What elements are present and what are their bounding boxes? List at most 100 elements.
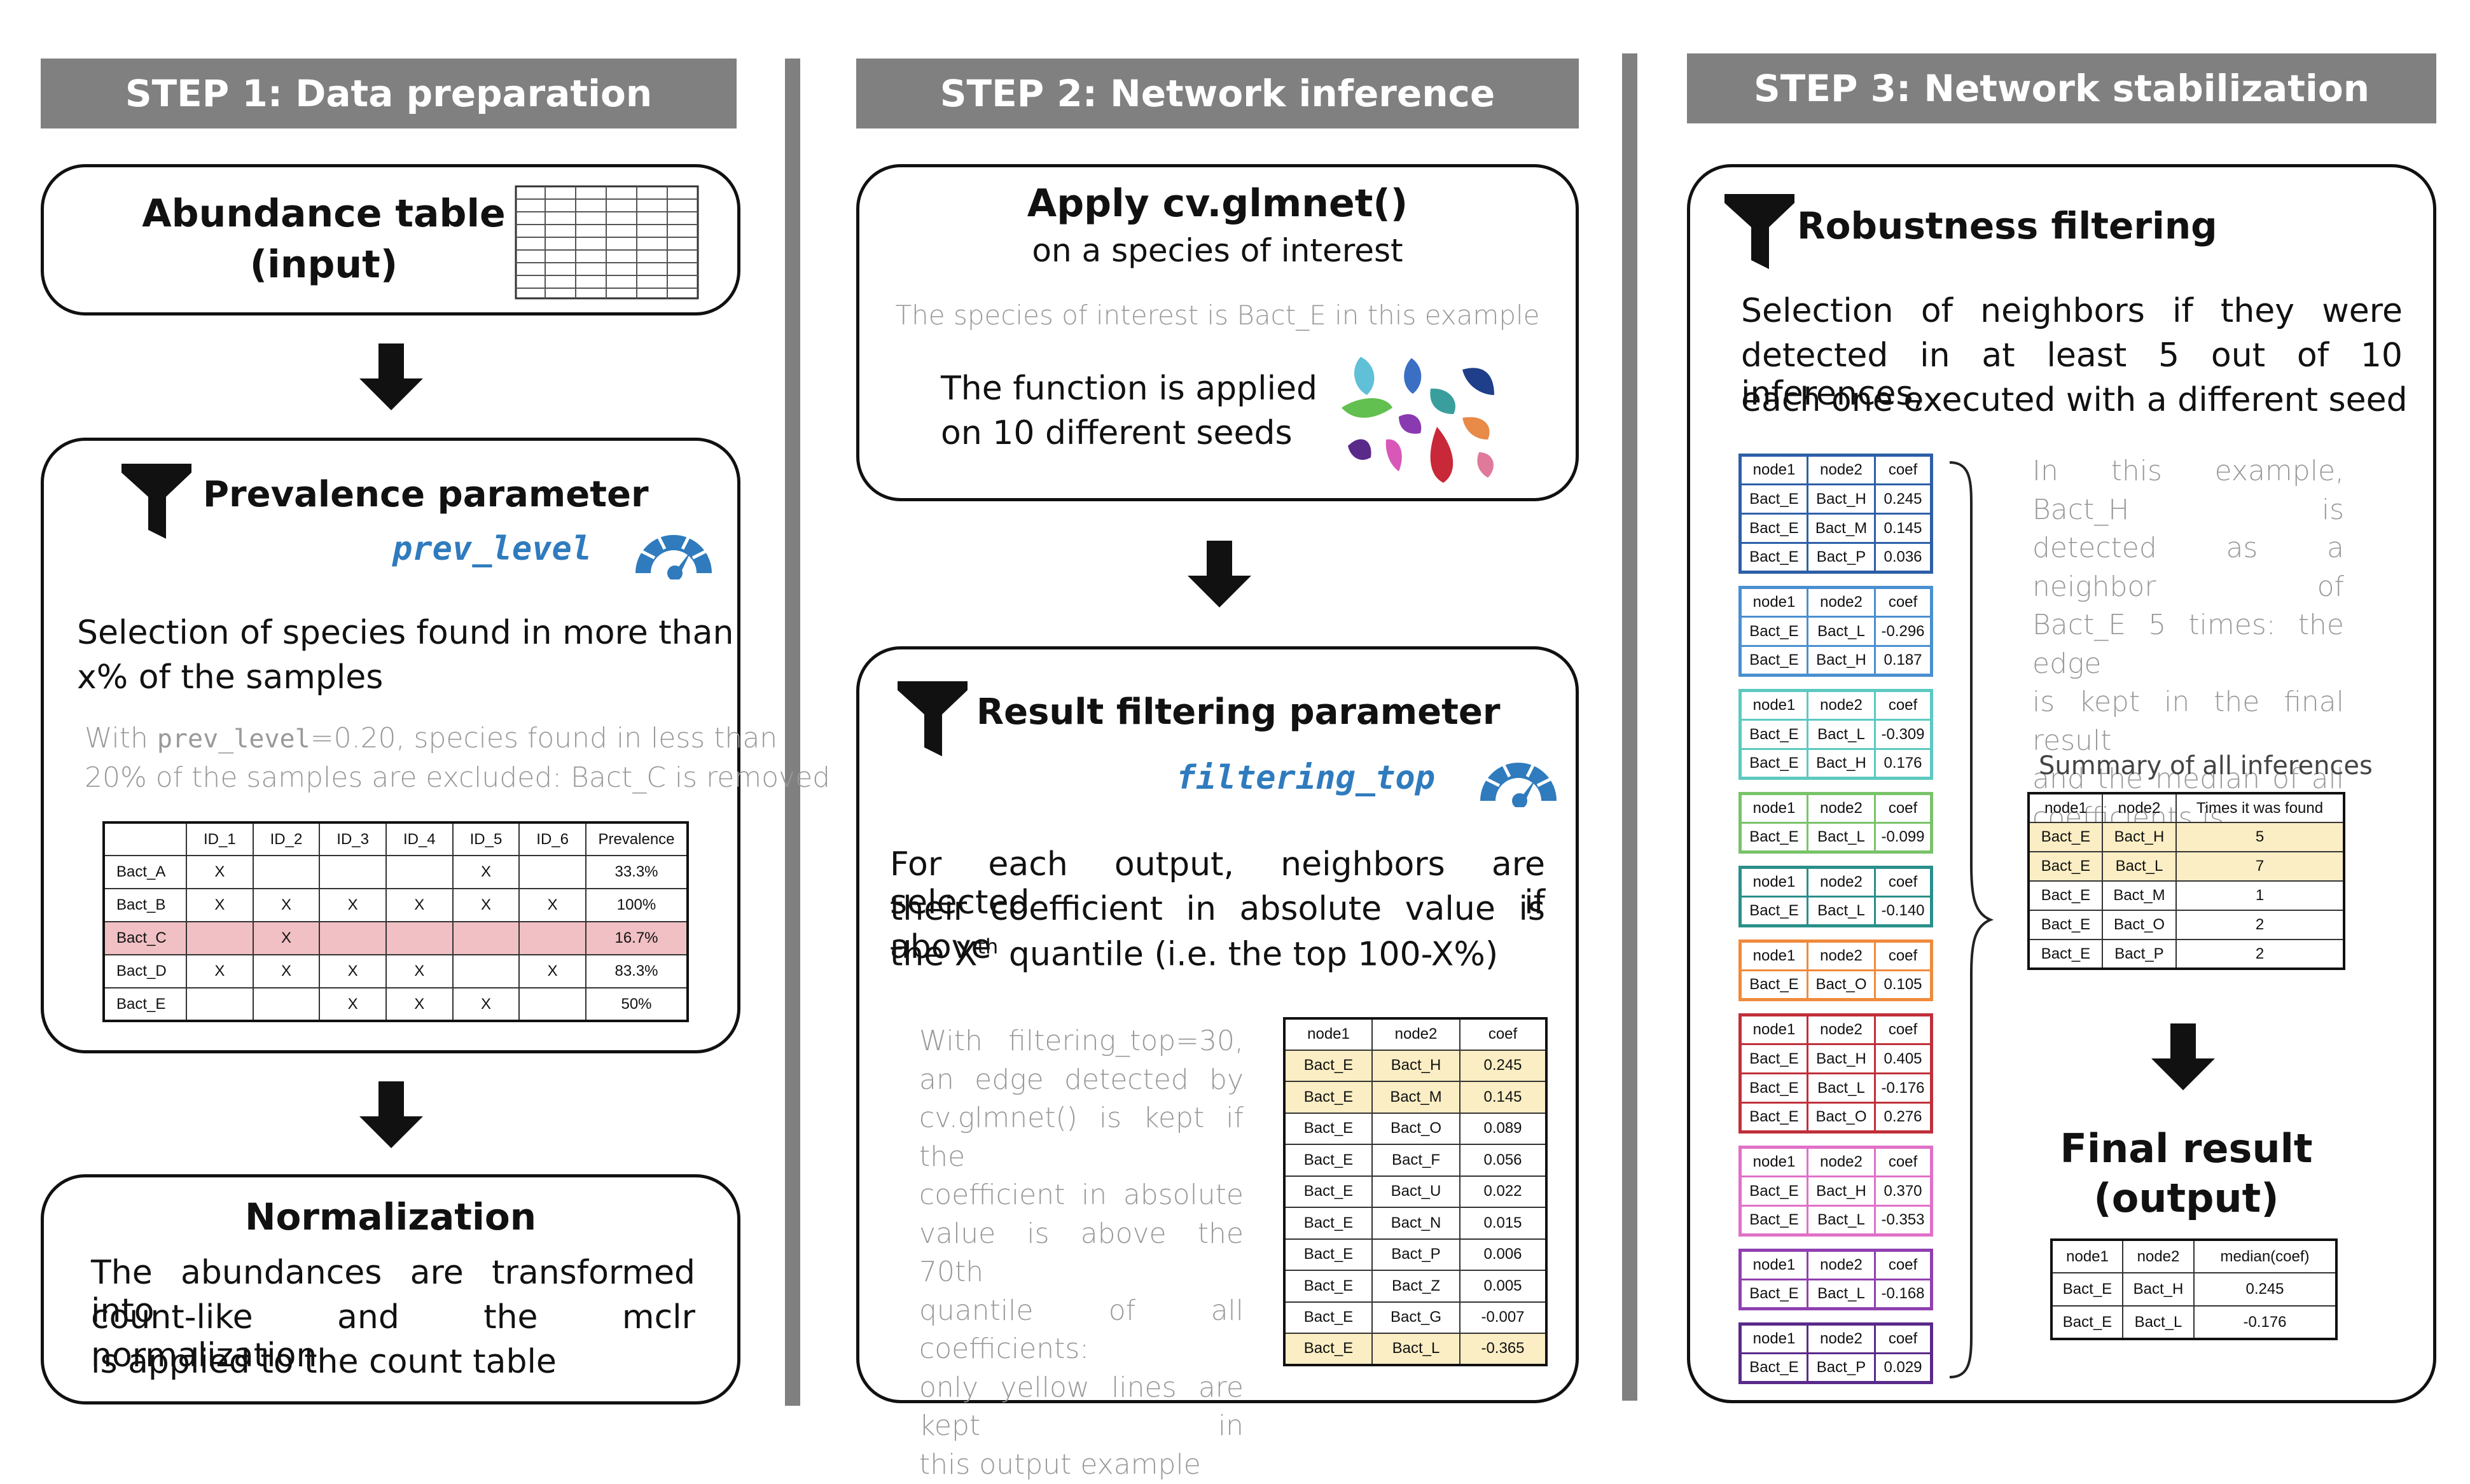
table-cell: Bact_L	[1808, 617, 1875, 646]
table-cell: -0.140	[1875, 897, 1932, 926]
table-cell: 0.370	[1875, 1177, 1932, 1206]
table-cell: Bact_L	[1808, 1206, 1875, 1235]
table-header-cell: node1	[1740, 691, 1808, 720]
note-line: Bact_E 5 times: the edge	[2032, 606, 2344, 683]
table-cell: 0.145	[1460, 1081, 1546, 1113]
seeds-line2: on 10 different seeds	[941, 414, 1293, 452]
table-header-cell: node2	[1808, 794, 1875, 823]
table-cell: 0.276	[1875, 1103, 1932, 1132]
table-cell: Bact_E	[1740, 514, 1808, 543]
table-header-cell: coef	[1875, 941, 1932, 971]
table-cell	[519, 856, 586, 889]
table-cell: X	[319, 988, 386, 1021]
table-cell: Bact_E	[2029, 910, 2102, 940]
table-cell: 0.245	[1460, 1050, 1546, 1082]
table-cell: X	[186, 955, 253, 988]
arrow-down-icon	[356, 1081, 426, 1151]
table-cell: 0.187	[1875, 646, 1932, 676]
robustness-title: Robustness filtering	[1797, 204, 2217, 247]
robustness-desc-line3: each one executed with a different seed	[1741, 381, 2408, 419]
divider-1	[785, 59, 800, 1406]
table-cell: 0.105	[1875, 971, 1932, 1000]
note-code: prev_level	[157, 725, 310, 754]
table-cell	[319, 922, 386, 955]
table-cell: Bact_E	[1740, 971, 1808, 1000]
table-header-cell: ID_3	[319, 822, 386, 856]
note-suffix: =0.20, species found in less than	[310, 722, 777, 754]
summary-title: Summary of all inferences	[2039, 751, 2373, 780]
table-cell: Bact_E	[1284, 1113, 1372, 1145]
table-header-row: node1 node2 Times it was found	[2029, 793, 2344, 822]
table-cell: X	[253, 889, 320, 922]
table-cell: Bact_E	[1284, 1207, 1372, 1239]
table-header-cell: node1	[1740, 794, 1808, 823]
table-cell: Bact_Z	[1372, 1270, 1460, 1302]
table-cell: Bact_H	[1808, 1177, 1875, 1206]
note-line: value is above the 70th	[919, 1215, 1244, 1292]
table-cell: Bact_E	[1740, 823, 1808, 852]
table-cell: X	[319, 889, 386, 922]
table-cell: Bact_E	[1284, 1050, 1372, 1082]
table-cell: X	[319, 955, 386, 988]
table-grid-icon	[515, 185, 699, 300]
apply-glmnet-box: Apply cv.glmnet() on a species of intere…	[856, 164, 1579, 501]
table-header-cell: Prevalence	[586, 822, 688, 856]
table-cell: Bact_E	[1284, 1239, 1372, 1271]
table-cell	[253, 988, 320, 1021]
table-cell: 0.022	[1460, 1176, 1546, 1208]
table-header-cell: node2	[1372, 1018, 1460, 1050]
gauge-icon	[629, 522, 718, 579]
table-header-cell: ID_5	[453, 822, 520, 856]
table-cell: Bact_E	[1740, 1074, 1808, 1103]
table-row: Bact_B X X X X X X 100%	[104, 889, 688, 922]
table-cell: Bact_H	[2123, 1273, 2194, 1306]
table-cell: -0.365	[1460, 1333, 1546, 1365]
table-cell: Bact_A	[104, 856, 186, 889]
final-result-line2: (output)	[2021, 1175, 2352, 1221]
table-cell: X	[453, 856, 520, 889]
table-cell: Bact_L	[1808, 823, 1875, 852]
table-cell: Bact_O	[2102, 910, 2176, 940]
table-header-cell: node1	[1740, 941, 1808, 971]
table-cell: Bact_E	[1740, 617, 1808, 646]
table-header-cell: node2	[1808, 1324, 1875, 1354]
table-header-cell	[104, 822, 186, 856]
apply-subtitle: on a species of interest	[859, 232, 1576, 269]
table-cell: Bact_B	[104, 889, 186, 922]
abundance-table-box: Abundance table (input)	[41, 164, 740, 316]
table-cell: Bact_E	[1740, 749, 1808, 779]
prevalence-title: Prevalence parameter	[203, 474, 649, 515]
table-cell: Bact_L	[1372, 1333, 1460, 1365]
arrow-down-icon	[356, 343, 426, 413]
final-result-line1: Final result	[2021, 1125, 2352, 1172]
table-cell: Bact_P	[2102, 940, 2176, 969]
table-cell: Bact_E	[1740, 1206, 1808, 1235]
table-header-cell: node1	[1740, 1015, 1808, 1044]
table-cell: 50%	[586, 988, 688, 1021]
table-cell: 5	[2176, 822, 2344, 852]
table-cell: X	[253, 922, 320, 955]
step3-header: STEP 3: Network stabilization	[1687, 53, 2436, 123]
table-cell	[186, 988, 253, 1021]
table-cell: X	[186, 889, 253, 922]
table-cell: X	[453, 889, 520, 922]
curly-brace	[1943, 459, 1994, 1381]
